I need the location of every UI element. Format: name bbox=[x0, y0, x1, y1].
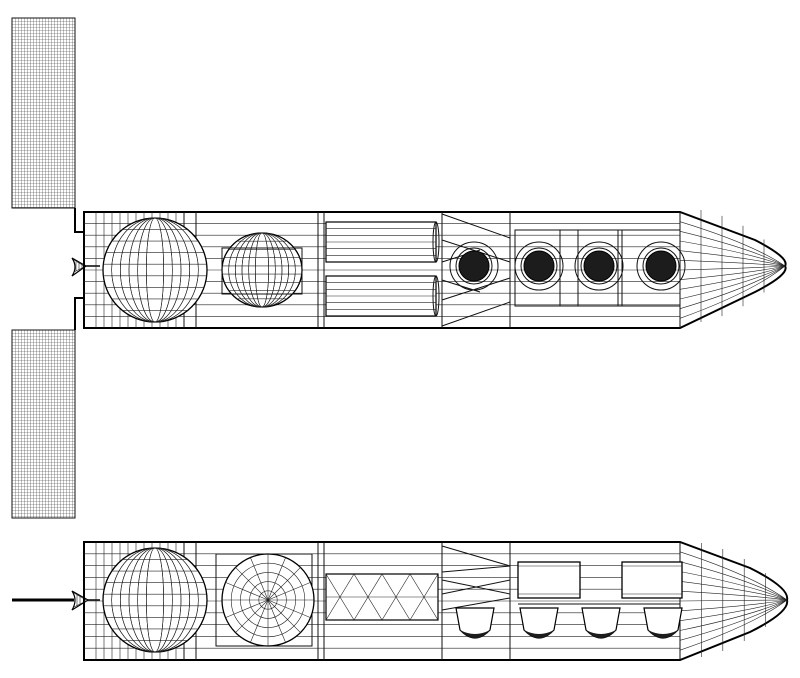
lattice-truss bbox=[325, 573, 439, 621]
spherical-tank-1-side bbox=[102, 547, 208, 653]
panel-mount-arms bbox=[74, 208, 84, 330]
aft-boom bbox=[12, 590, 100, 611]
engine-2-top bbox=[514, 241, 564, 291]
engine-1-top bbox=[449, 241, 499, 291]
spherical-tank-1 bbox=[102, 217, 208, 323]
equipment-box-1 bbox=[517, 561, 581, 599]
engine-bell-4 bbox=[643, 607, 683, 639]
engine-bell-1 bbox=[455, 607, 495, 639]
section-dividers-top bbox=[183, 212, 681, 328]
side-view bbox=[12, 541, 789, 661]
cylindrical-tank-upper bbox=[325, 221, 440, 263]
equipment-box-2 bbox=[621, 561, 683, 599]
spherical-tank-2 bbox=[221, 232, 303, 308]
engine-4-top bbox=[636, 241, 686, 291]
thrust-lattice-side bbox=[441, 545, 511, 611]
engine-bell-2 bbox=[519, 607, 559, 639]
cylindrical-tank-lower bbox=[325, 275, 440, 317]
engine-bell-3 bbox=[581, 607, 621, 639]
aft-nozzle bbox=[71, 257, 100, 277]
solar-panel-upper bbox=[11, 17, 76, 209]
top-view bbox=[11, 17, 787, 519]
spherical-tank-2-side bbox=[215, 553, 315, 647]
solar-panel-lower bbox=[11, 329, 76, 519]
engine-3-top bbox=[574, 241, 624, 291]
